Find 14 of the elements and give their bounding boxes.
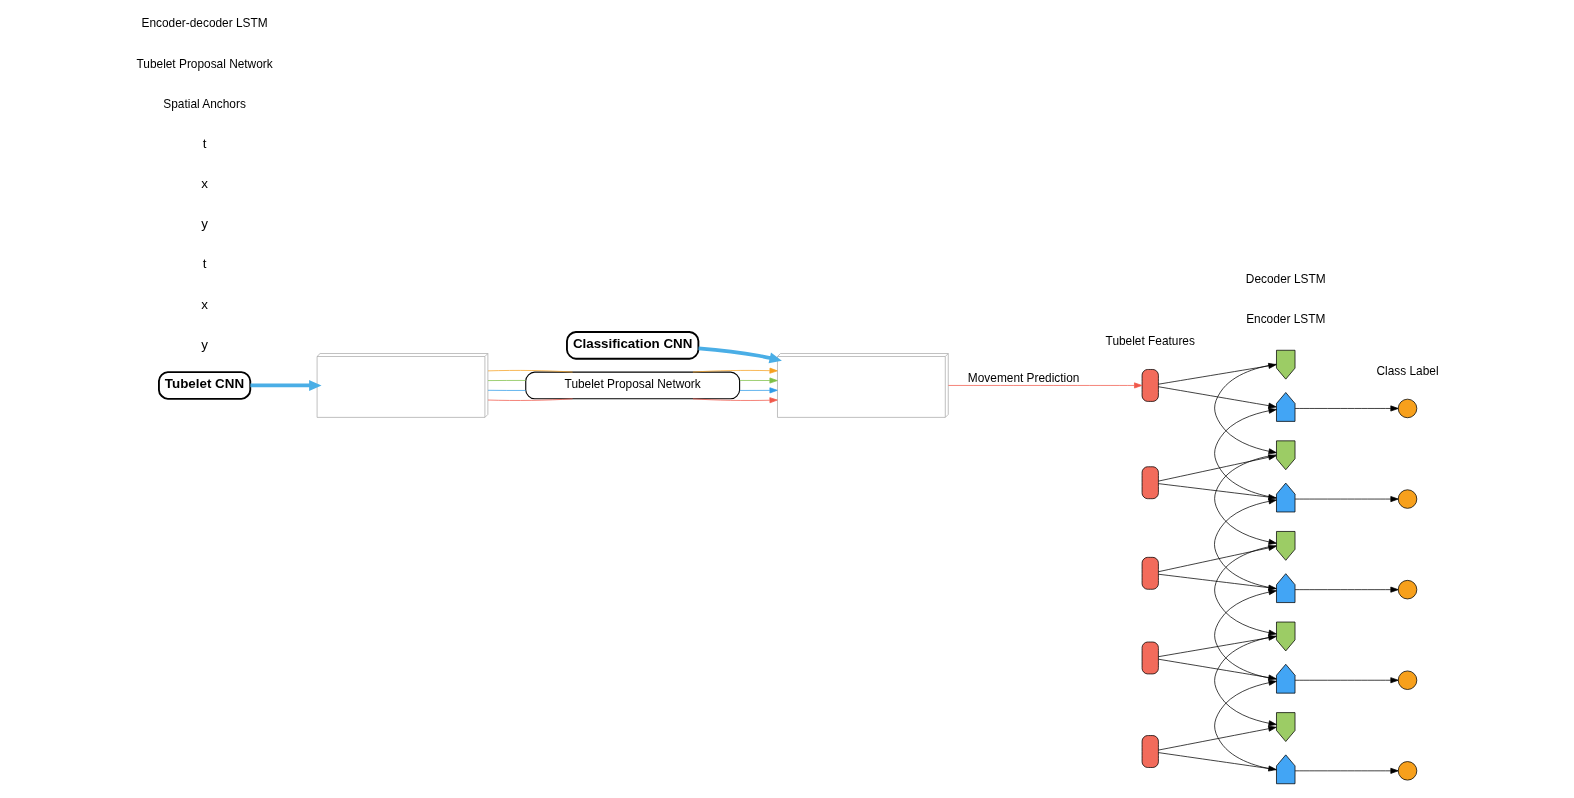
- label: t: [202, 136, 206, 152]
- edge-label: Movement Prediction: [967, 370, 1079, 385]
- label: y: [200, 336, 208, 352]
- label: x: [200, 296, 208, 312]
- label: Decoder LSTM: [1245, 271, 1326, 286]
- label: Tubelet Proposal Network: [136, 56, 273, 71]
- label: x: [200, 176, 208, 192]
- label: Tubelet Features: [1105, 334, 1195, 349]
- label: y: [200, 216, 208, 232]
- label: Encoder LSTM: [1245, 311, 1325, 326]
- label: Spatial Anchors: [162, 96, 246, 111]
- label: Encoder-decoder LSTM: [141, 16, 268, 31]
- label: Class Label: [1376, 363, 1439, 378]
- label: t: [202, 256, 206, 272]
